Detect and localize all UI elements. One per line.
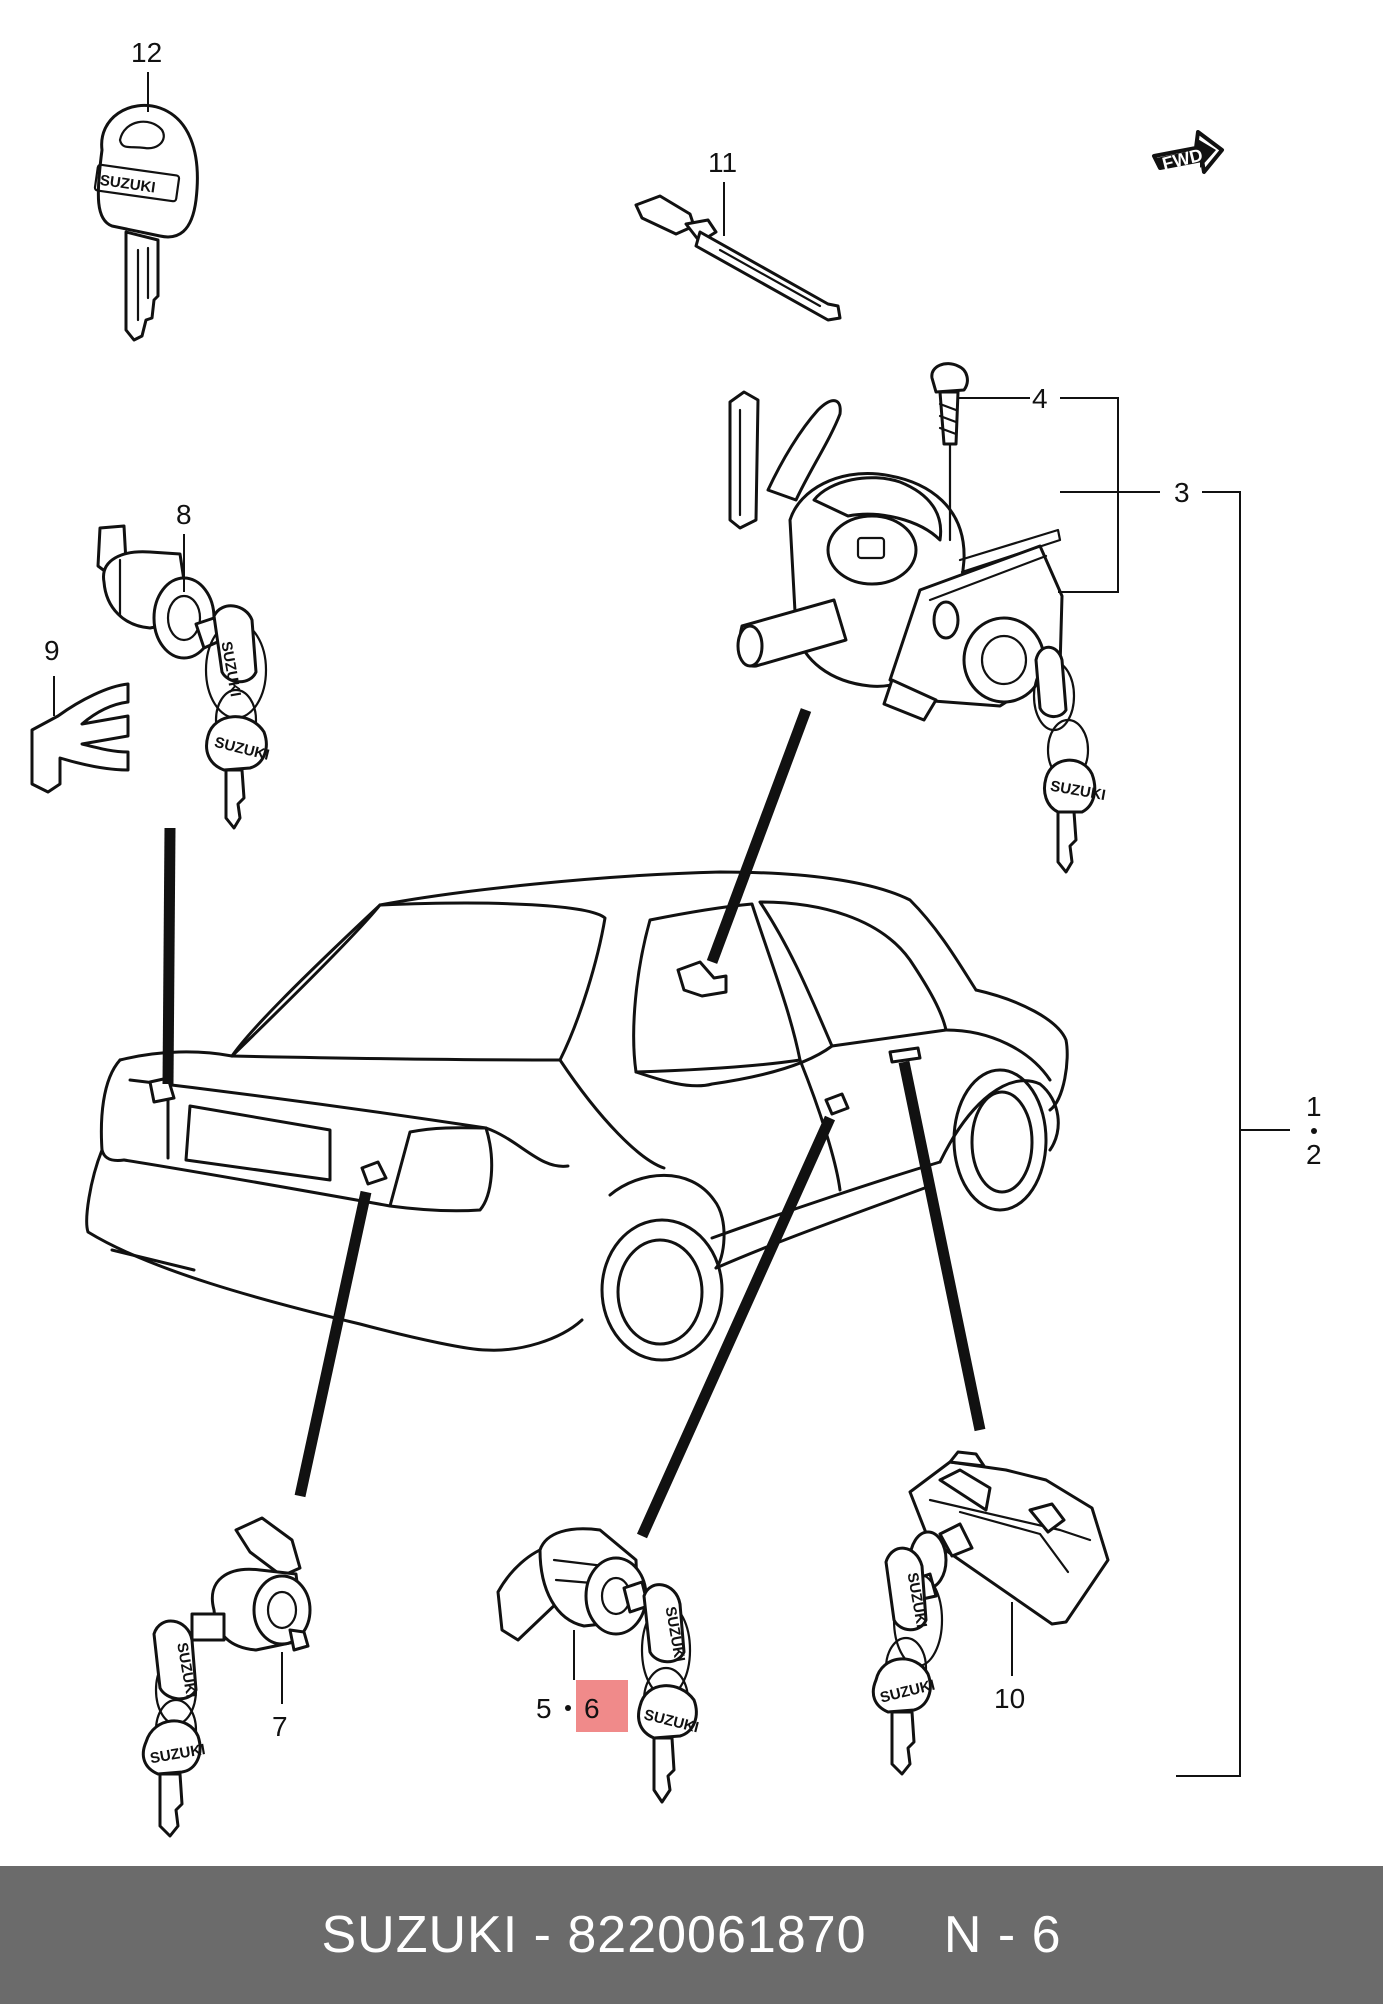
callout-8: 8 (176, 499, 192, 530)
door-lock-5-6-illustration: SUZUKI SUZUKI (496, 1527, 700, 1804)
callouts: 12 11 4 3 8 9 1 2 7 5 6 10 (44, 37, 1322, 1742)
callout-9: 9 (44, 635, 60, 666)
callout-3: 3 (1174, 477, 1190, 508)
ignition-switch-3-illustration: SUZUKI (728, 362, 1107, 874)
footer-part-number: 8220061870 (567, 1906, 867, 1964)
car-illustration (85, 870, 1069, 1362)
clip-9-illustration (30, 682, 130, 794)
fwd-label: FWD (1160, 145, 1205, 174)
tailgate-lock-10-illustration: SUZUKI SUZUKI (871, 1450, 1110, 1776)
callout-5-6-dot (565, 1705, 571, 1711)
callout-11: 11 (708, 147, 737, 178)
callout-1: 1 (1306, 1091, 1322, 1122)
leader-bars (162, 708, 986, 1539)
footer-bar: SUZUKI - 8220061870 N - 6 (0, 1866, 1383, 2004)
callout-2: 2 (1306, 1139, 1322, 1170)
footer-brand: SUZUKI (321, 1906, 519, 1964)
footer-diagram-ref: N - 6 (943, 1906, 1062, 1964)
callout-5: 5 (536, 1693, 552, 1724)
callout-4: 4 (1032, 383, 1048, 414)
callout-6-highlight (576, 1680, 628, 1732)
footer-separator: - (518, 1906, 568, 1964)
parts-diagram: SUZUKI FWD (30, 37, 1322, 1838)
callout-7: 7 (272, 1711, 288, 1742)
footer-gap (867, 1906, 944, 1964)
leader-lines (53, 72, 1290, 1777)
key-12-illustration: SUZUKI (93, 103, 199, 342)
callout-1-2-dot (1311, 1128, 1317, 1134)
cable-tie-11-illustration (634, 194, 842, 322)
lock-cylinder-8-illustration: SUZUKI SUZUKI (96, 524, 271, 830)
callout-10: 10 (994, 1683, 1025, 1714)
fwd-arrow-icon: FWD (1152, 130, 1224, 174)
callout-6: 6 (584, 1693, 600, 1724)
callout-12: 12 (131, 37, 162, 68)
footer-caption: SUZUKI - 8220061870 N - 6 (321, 1905, 1061, 1965)
trunk-lock-7-illustration: SUZUKI SUZUKI (141, 1516, 312, 1838)
